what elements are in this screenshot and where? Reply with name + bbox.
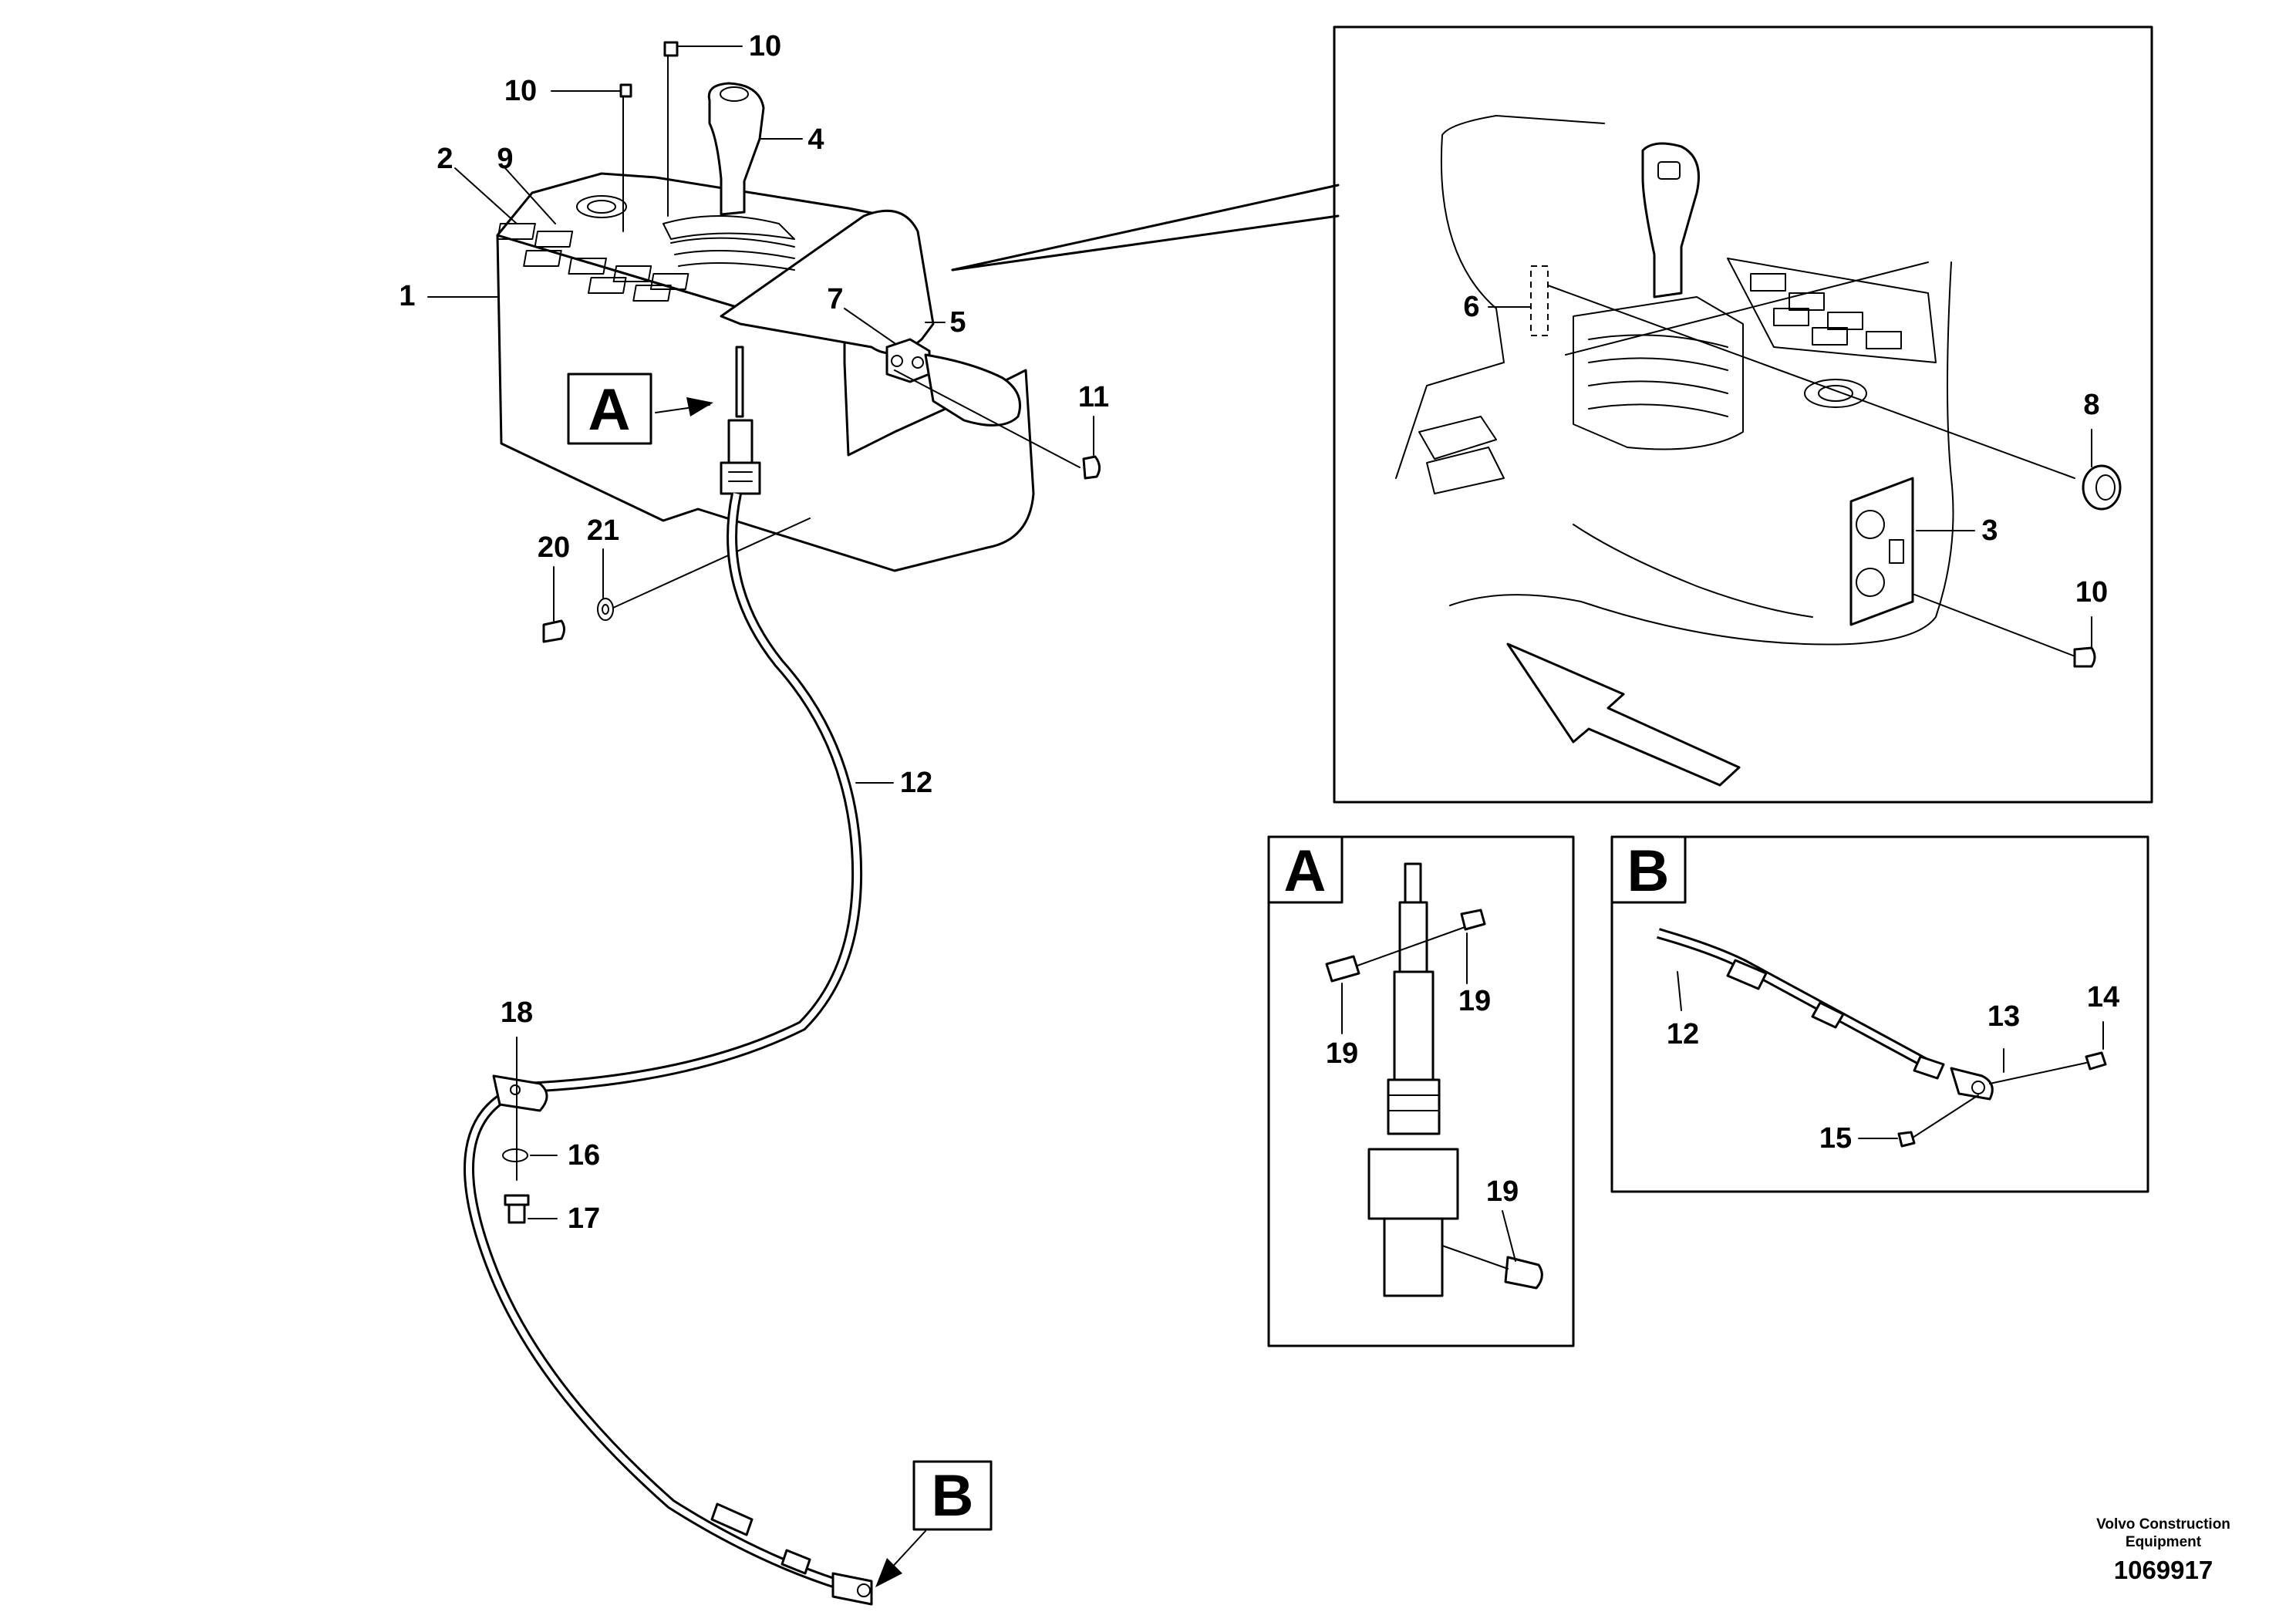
callout-2: 2 bbox=[437, 143, 453, 175]
callout-21: 21 bbox=[587, 514, 619, 547]
ref-label-b: B bbox=[932, 1463, 974, 1529]
ref-box-b bbox=[912, 1460, 993, 1531]
callout-8: 8 bbox=[2083, 389, 2099, 421]
callout-5: 5 bbox=[949, 306, 966, 339]
callout-9: 9 bbox=[497, 143, 513, 175]
callout-19a: 19 bbox=[1326, 1037, 1358, 1070]
callout-20: 20 bbox=[538, 531, 570, 564]
callout-15: 15 bbox=[1819, 1122, 1852, 1155]
callout-16: 16 bbox=[568, 1139, 600, 1172]
callout-labels: 1 2 3 4 5 6 7 8 9 10 10 10 11 12 12 13 1… bbox=[399, 30, 2119, 1529]
callout-19b: 19 bbox=[1458, 985, 1491, 1017]
detail-view-console bbox=[1333, 25, 2153, 804]
callout-19c: 19 bbox=[1486, 1175, 1519, 1208]
callout-12b: 12 bbox=[1667, 1018, 1699, 1050]
clip-assembly bbox=[492, 1064, 548, 1224]
callout-6: 6 bbox=[1463, 291, 1479, 323]
callout-12a: 12 bbox=[900, 767, 932, 799]
detail-view-b bbox=[1610, 835, 2149, 1193]
company-line-1: Volvo Construction bbox=[2096, 1516, 2230, 1533]
callout-13: 13 bbox=[1988, 1000, 2020, 1033]
callout-10a: 10 bbox=[504, 75, 537, 107]
callout-10c: 10 bbox=[2075, 576, 2108, 609]
company-name: Volvo Construction Equipment bbox=[2075, 1516, 2252, 1551]
detail-label-a: A bbox=[1284, 838, 1327, 904]
callout-7: 7 bbox=[827, 283, 843, 315]
callout-3: 3 bbox=[1981, 514, 1998, 547]
callout-11: 11 bbox=[1078, 381, 1109, 413]
company-line-2: Equipment bbox=[2125, 1534, 2202, 1550]
callout-14: 14 bbox=[2087, 981, 2119, 1013]
ref-box-a bbox=[567, 373, 652, 445]
leader-lines bbox=[427, 46, 2104, 1587]
detail-label-b: B bbox=[1627, 838, 1670, 904]
callout-1: 1 bbox=[399, 280, 415, 312]
console-assembly bbox=[496, 41, 1101, 643]
detail-view-a bbox=[1267, 835, 1575, 1347]
cable-12 bbox=[464, 492, 873, 1606]
ref-label-a: A bbox=[588, 377, 631, 443]
drawing-number: 1069917 bbox=[2113, 1556, 2213, 1584]
callout-10b: 10 bbox=[749, 30, 781, 62]
callout-18: 18 bbox=[501, 996, 533, 1029]
callout-4: 4 bbox=[807, 123, 824, 156]
callout-17: 17 bbox=[568, 1202, 600, 1235]
